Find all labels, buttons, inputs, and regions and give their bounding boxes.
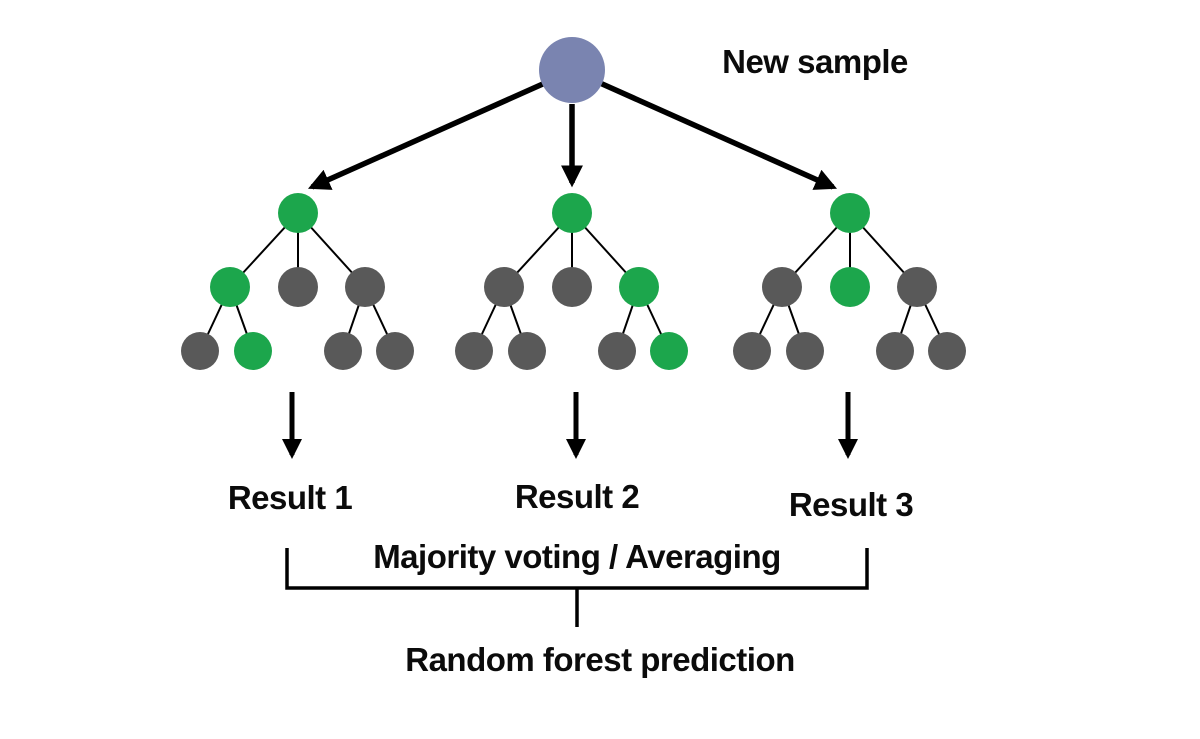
- result-1-label: Result 1: [227, 479, 353, 516]
- new-sample-label: New sample: [722, 43, 908, 80]
- tree-3-root-node: [830, 193, 870, 233]
- tree-1-leaf-node: [234, 332, 272, 370]
- arrow-to-tree-3: [598, 80, 838, 190]
- tree-2-child-node: [552, 267, 592, 307]
- trees-layer: [181, 193, 966, 370]
- tree-3-leaf-node: [786, 332, 824, 370]
- tree-3-child-node: [897, 267, 937, 307]
- tree-1-child-node: [345, 267, 385, 307]
- tree-3-leaf-node: [928, 332, 966, 370]
- tree-1-leaf-node: [181, 332, 219, 370]
- tree-2: [455, 193, 688, 370]
- result-arrows-layer: [282, 392, 858, 459]
- tree-1-root-node: [278, 193, 318, 233]
- tree-2-child-node: [619, 267, 659, 307]
- tree-1-child-node: [210, 267, 250, 307]
- tree-1-leaf-node: [376, 332, 414, 370]
- tree-1-child-node: [278, 267, 318, 307]
- tree-2-root-node: [552, 193, 592, 233]
- tree-2-child-node: [484, 267, 524, 307]
- result-3-label: Result 3: [788, 486, 914, 523]
- majority-voting-label: Majority voting / Averaging: [373, 538, 781, 575]
- result-2-label: Result 2: [514, 478, 640, 515]
- tree-1: [181, 193, 414, 370]
- tree-2-leaf-node: [598, 332, 636, 370]
- tree-3-leaf-node: [733, 332, 771, 370]
- arrow-to-tree-1: [307, 80, 547, 190]
- tree-2-leaf-node: [455, 332, 493, 370]
- tree-3-child-node: [830, 267, 870, 307]
- tree-3-leaf-node: [876, 332, 914, 370]
- random-forest-prediction-label: Random forest prediction: [405, 641, 795, 678]
- tree-3-child-node: [762, 267, 802, 307]
- tree-2-leaf-node: [508, 332, 546, 370]
- tree-2-leaf-node: [650, 332, 688, 370]
- tree-3: [733, 193, 966, 370]
- new-sample-node: [539, 37, 605, 103]
- tree-1-leaf-node: [324, 332, 362, 370]
